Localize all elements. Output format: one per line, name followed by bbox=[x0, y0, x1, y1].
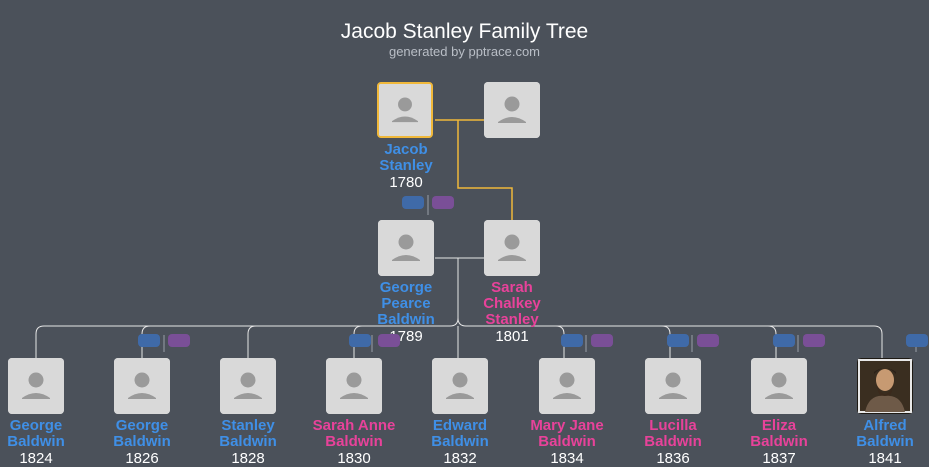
expand-parents-toggle[interactable] bbox=[402, 196, 424, 209]
expand-family-toggle[interactable] bbox=[697, 334, 719, 347]
expand-parents-toggle[interactable] bbox=[432, 196, 454, 209]
person-placeholder-icon bbox=[220, 358, 276, 414]
children-bus bbox=[35, 317, 883, 358]
child-year: 1836 bbox=[656, 450, 690, 467]
child-card[interactable] bbox=[857, 358, 913, 414]
child-year: 1841 bbox=[868, 450, 902, 467]
person-card-unknown-spouse[interactable] bbox=[484, 82, 540, 138]
expand-family-toggle[interactable] bbox=[803, 334, 825, 347]
person-placeholder-icon bbox=[379, 84, 431, 136]
gen1-descent-line bbox=[457, 120, 513, 220]
child-year: 1828 bbox=[231, 450, 265, 467]
expand-family-toggle[interactable] bbox=[168, 334, 190, 347]
child-card[interactable] bbox=[220, 358, 276, 414]
person-placeholder-icon bbox=[751, 358, 807, 414]
child-card[interactable] bbox=[114, 358, 170, 414]
child-year: 1824 bbox=[19, 450, 53, 467]
expand-family-toggle[interactable] bbox=[138, 334, 160, 347]
person-card-sarah-chalkey-stanley[interactable] bbox=[484, 220, 540, 276]
child-year: 1830 bbox=[337, 450, 371, 467]
portrait-photo-icon bbox=[857, 358, 913, 414]
expand-family-toggle[interactable] bbox=[349, 334, 371, 347]
person-name-sarah-chalkey-stanley[interactable]: Sarah Chalkey Stanley bbox=[483, 279, 541, 328]
person-placeholder-icon bbox=[326, 358, 382, 414]
child-card[interactable] bbox=[8, 358, 64, 414]
child-card[interactable] bbox=[539, 358, 595, 414]
person-placeholder-icon bbox=[378, 220, 434, 276]
child-card[interactable] bbox=[432, 358, 488, 414]
child-card[interactable] bbox=[326, 358, 382, 414]
person-name-jacob-stanley[interactable]: Jacob Stanley bbox=[379, 141, 433, 174]
person-name-george-pearce-baldwin[interactable]: George Pearce Baldwin bbox=[377, 279, 435, 328]
person-card-george-pearce-baldwin[interactable] bbox=[378, 220, 434, 276]
person-placeholder-icon bbox=[484, 82, 540, 138]
expand-family-toggle[interactable] bbox=[906, 334, 928, 347]
page-title: Jacob Stanley Family Tree bbox=[340, 20, 589, 43]
expand-family-toggle[interactable] bbox=[378, 334, 400, 347]
child-year: 1826 bbox=[125, 450, 159, 467]
person-placeholder-icon bbox=[432, 358, 488, 414]
person-placeholder-icon bbox=[539, 358, 595, 414]
person-year-sarah-chalkey-stanley: 1801 bbox=[495, 328, 529, 345]
child-card[interactable] bbox=[645, 358, 701, 414]
person-year-jacob-stanley: 1780 bbox=[389, 174, 423, 191]
person-placeholder-icon bbox=[8, 358, 64, 414]
person-card-jacob-stanley[interactable] bbox=[377, 82, 433, 138]
expand-family-toggle[interactable] bbox=[561, 334, 583, 347]
child-card[interactable] bbox=[751, 358, 807, 414]
person-placeholder-icon bbox=[114, 358, 170, 414]
expand-family-toggle[interactable] bbox=[773, 334, 795, 347]
child-year: 1832 bbox=[443, 450, 477, 467]
child-year: 1834 bbox=[550, 450, 584, 467]
person-placeholder-icon bbox=[645, 358, 701, 414]
child-year: 1837 bbox=[762, 450, 796, 467]
person-placeholder-icon bbox=[484, 220, 540, 276]
expand-family-toggle[interactable] bbox=[667, 334, 689, 347]
expand-family-toggle[interactable] bbox=[591, 334, 613, 347]
page-subtitle: generated by pptrace.com bbox=[388, 44, 541, 59]
